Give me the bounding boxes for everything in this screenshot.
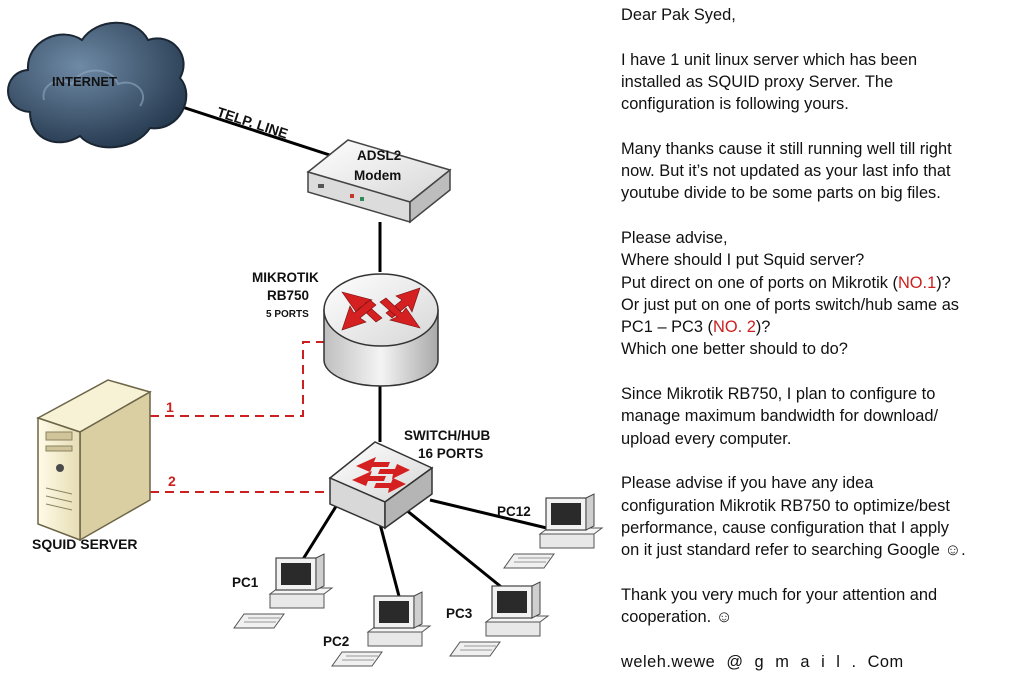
para5-line: Please advise if you have any idea (621, 474, 874, 493)
para3-line: Please advise, (621, 228, 728, 247)
para1-line: installed as SQUID proxy Server. The (621, 72, 894, 91)
greeting: Dear Pak Syed, (621, 6, 736, 24)
modem-label-line1: ADSL2 (357, 148, 401, 163)
para3-line: Put direct on one of ports on Mikrotik (… (621, 272, 1007, 294)
letter-text: Dear Pak Syed, I have 1 unit linux serve… (621, 4, 1007, 673)
para3-line: Where should I put Squid server? (621, 251, 865, 270)
pc2-icon (331, 591, 431, 667)
text-segment: Put direct on one of ports on Mikrotik ( (621, 273, 898, 292)
server-icon (36, 379, 152, 542)
para1-line: I have 1 unit linux server which has bee… (621, 50, 918, 69)
text-segment: )? (755, 318, 771, 337)
internet-cloud-icon (7, 21, 188, 149)
router-label-line3: 5 PORTS (266, 309, 309, 320)
router-label-line2: RB750 (267, 288, 309, 303)
para2-line: Many thanks cause it still running well … (621, 139, 952, 158)
option-ref-2: NO. 2 (713, 318, 756, 337)
pc1-icon (233, 553, 333, 629)
pc3-label: PC3 (446, 606, 473, 621)
text-segment: PC1 – PC3 ( (621, 318, 714, 337)
switch-pc12-link (429, 498, 556, 532)
para2-line: now. But it’s not updated as your last i… (621, 162, 951, 181)
server-label: SQUID SERVER (32, 536, 138, 552)
para3-line: Or just put on one of ports switch/hub s… (621, 295, 960, 314)
modem-label-line2: Modem (354, 168, 401, 183)
switch-icon (328, 441, 434, 530)
modem-icon (306, 139, 452, 224)
para3-line: PC1 – PC3 (NO. 2)? (621, 316, 1007, 338)
para4-line: upload every computer. (621, 429, 792, 448)
para5-line: configuration Mikrotik RB750 to optimize… (621, 496, 950, 515)
network-diagram: 1 2 INTERNET TELP. LINE ADSL2 Modem (7, 21, 603, 667)
switch-pc3-link (399, 503, 506, 592)
switch-label-line2: 16 PORTS (418, 446, 483, 461)
para4-line: Since Mikrotik RB750, I plan to configur… (621, 385, 936, 404)
para1-line: configuration is following yours. (621, 95, 849, 114)
pc1-label: PC1 (232, 575, 259, 590)
router-icon (323, 273, 439, 387)
internet-label: INTERNET (52, 74, 117, 89)
text-segment: )? (936, 273, 951, 292)
para5-line: on it just standard refer to searching G… (621, 541, 966, 560)
para3-line: Which one better should to do? (621, 340, 848, 359)
para6-line: Thank you very much for your attention a… (621, 585, 938, 604)
para2-line: youtube divide to be some parts on big f… (621, 184, 941, 203)
para5-line: performance, cause configuration that I … (621, 518, 950, 537)
switch-label-line1: SWITCH/HUB (404, 428, 490, 443)
option-1-label: 1 (166, 399, 174, 415)
para4-line: manage maximum bandwidth for download/ (621, 407, 939, 426)
router-label-line1: MIKROTIK (252, 270, 319, 285)
pc2-label: PC2 (323, 634, 349, 649)
option-ref-1: NO.1 (897, 273, 937, 292)
pc12-label: PC12 (497, 504, 531, 519)
option-1-path (150, 341, 325, 417)
para6-line: cooperation. ☺ (621, 608, 733, 627)
email-address: weleh.wewe @ g m a i l . Com (621, 652, 904, 671)
option-2-label: 2 (168, 473, 176, 489)
